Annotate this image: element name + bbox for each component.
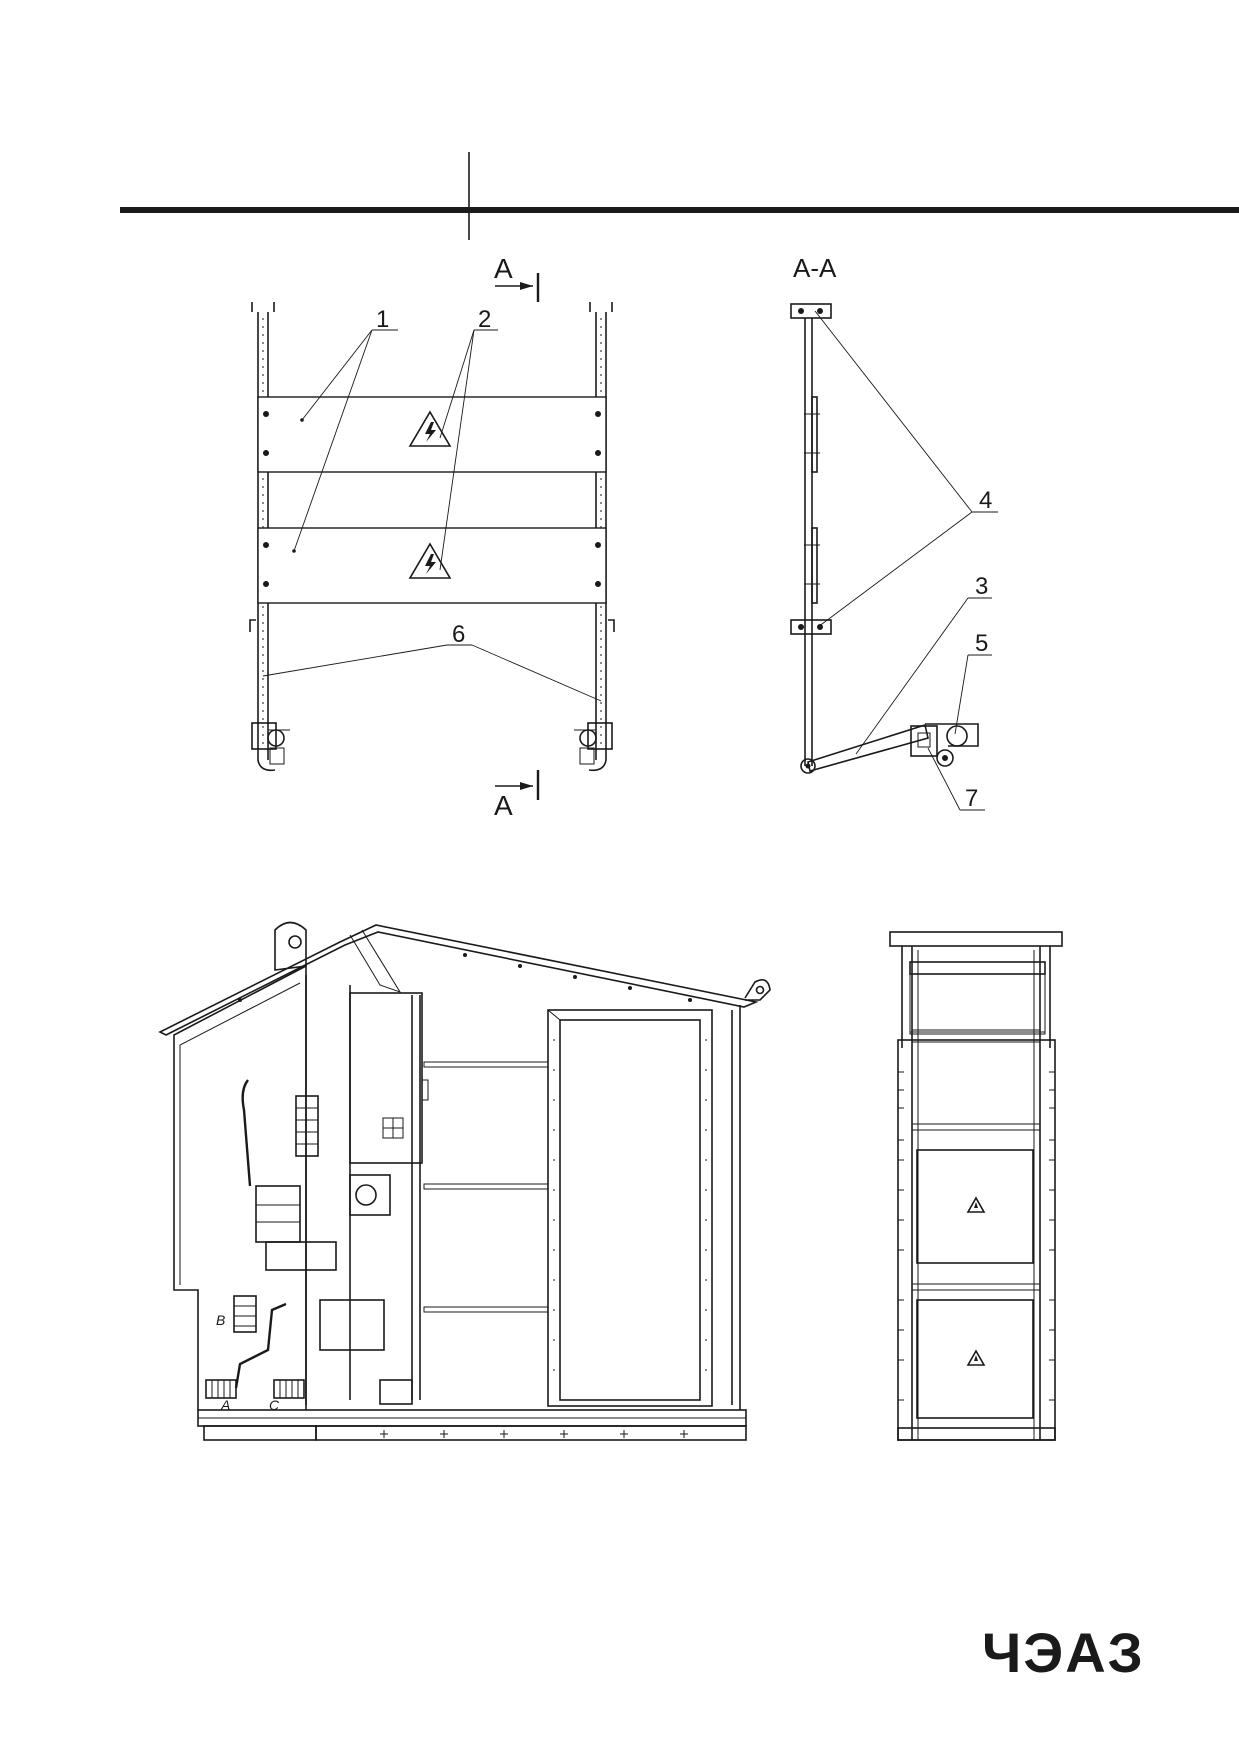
door-rivets [553, 1039, 707, 1371]
callout-3: 3 [975, 573, 988, 600]
callout-4: 4 [979, 487, 992, 514]
panel-bolts [263, 411, 601, 587]
section-mark-bottom: A [494, 790, 513, 821]
warning-icon [966, 1196, 986, 1213]
section-view-drawing [790, 303, 998, 811]
section-arrow-bottom [495, 770, 540, 800]
warning-icon [966, 1349, 986, 1366]
end-view-clips [898, 1071, 1055, 1401]
callout-7: 7 [965, 785, 978, 812]
company-logo: ЧЭАЗ [982, 1621, 1145, 1684]
front-view-leaders [262, 329, 602, 702]
roof-rivets [238, 953, 692, 1002]
phase-label-b: B [216, 1312, 225, 1328]
bottom-bracket-right [574, 722, 613, 765]
section-view-leaders [814, 310, 998, 811]
section-mark-top: A [494, 253, 513, 284]
section-title: A-A [793, 253, 837, 283]
callout-6: 6 [452, 621, 465, 648]
end-view-drawing [889, 931, 1063, 1441]
high-voltage-warning-icon [408, 542, 452, 579]
phase-label-a: A [220, 1397, 230, 1413]
high-voltage-warning-icon [408, 410, 452, 447]
side-view-drawing [158, 921, 771, 1441]
section-arrow-top [495, 273, 540, 302]
callout-5: 5 [975, 630, 988, 657]
callout-2: 2 [478, 306, 491, 333]
header-rule [120, 152, 1239, 240]
bottom-bracket-left [251, 722, 290, 765]
phase-label-c: C [269, 1397, 280, 1413]
base-crosses [380, 1430, 688, 1438]
company-logo-text: ЧЭАЗ [982, 1621, 1145, 1684]
callout-1: 1 [376, 306, 389, 333]
front-view-drawing [249, 273, 615, 800]
switchgear-internals [205, 1079, 413, 1405]
